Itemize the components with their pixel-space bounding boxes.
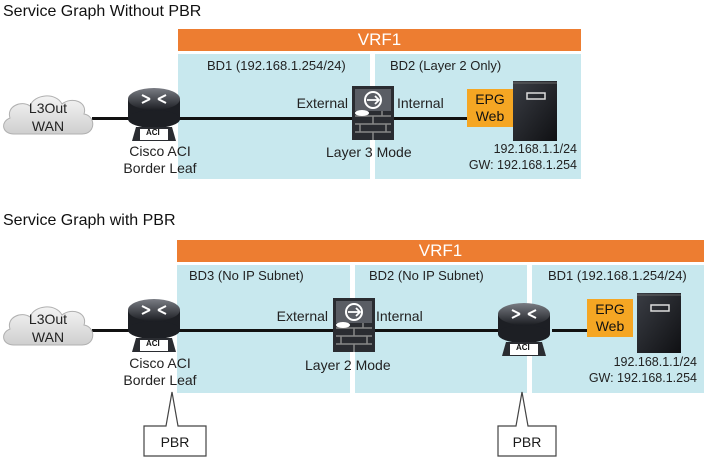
border-leaf-label-2: Cisco ACI Border Leaf [112, 355, 208, 389]
firewall-mode-label-2: Layer 2 Mode [305, 357, 391, 373]
pbr-callout-left [140, 388, 210, 458]
leaf-aci-badge: ACI [146, 128, 160, 137]
wire-cloud-leaf-firewall-2 [92, 329, 336, 332]
cloud-label-line2: WAN [31, 118, 65, 134]
epg2-line2: Web [595, 318, 625, 334]
cloud-icon [0, 303, 95, 353]
wire-leaf2-epg [552, 329, 588, 332]
router-icon [494, 298, 556, 358]
border-leaf-label-2-line2: Border Leaf [123, 372, 197, 388]
router-icon [124, 294, 186, 354]
bd2-label: BD2 (Layer 2 Only) [390, 58, 502, 73]
border-leaf-label-line1: Cisco ACI [129, 143, 191, 159]
wire-firewall-leaf2 [372, 329, 498, 332]
cloud-label-2-line2: WAN [31, 329, 65, 345]
internal-label: Internal [397, 95, 444, 111]
epg-web-box-2: EPG Web [587, 299, 633, 337]
diagram2-title: Service Graph with PBR [3, 212, 176, 229]
epg-web-box: EPG Web [467, 89, 513, 127]
server-icon [637, 293, 681, 353]
endpoint-ip: 192.168.1.1/24 [493, 142, 577, 156]
cloud-label-2-line1: L3Out [28, 311, 68, 327]
bd1-label-bottom: BD1 (192.168.1.254/24) [548, 268, 687, 283]
cloud-label: L3Out WAN [8, 99, 88, 135]
cloud-icon [0, 92, 95, 142]
internal-label-2: Internal [376, 308, 423, 324]
epg-line1: EPG [475, 91, 505, 107]
pbr-label-left: PBR [160, 434, 190, 450]
firewall-mode-label: Layer 3 Mode [326, 144, 412, 160]
endpoint-ip-2: 192.168.1.1/24 [613, 355, 697, 369]
firewall-icon [352, 86, 394, 140]
epg-line2: Web [475, 108, 505, 124]
leaf-aci-badge-2: ACI [146, 339, 160, 348]
bd2-label-bottom: BD2 (No IP Subnet) [369, 268, 484, 283]
firewall-icon [333, 298, 375, 352]
wire-cloud-leaf-firewall [92, 117, 354, 120]
pbr-label-right: PBR [512, 434, 542, 450]
endpoint-gateway: GW: 192.168.1.254 [468, 158, 577, 172]
endpoint-gateway-2: GW: 192.168.1.254 [588, 371, 697, 385]
vrf1-bar-bottom: VRF1 [177, 240, 704, 262]
server-icon [513, 81, 557, 141]
leaf2-aci-badge: ACI [516, 343, 530, 352]
vrf1-bar-top: VRF1 [178, 29, 581, 51]
cloud-label-2: L3Out WAN [8, 310, 88, 346]
border-leaf-label: Cisco ACI Border Leaf [112, 143, 208, 177]
endpoint-ip-block: 192.168.1.1/24 GW: 192.168.1.254 [440, 141, 577, 173]
router-icon [124, 83, 186, 143]
cloud-label-line1: L3Out [28, 100, 68, 116]
bd3-label: BD3 (No IP Subnet) [189, 268, 304, 283]
bd1-label: BD1 (192.168.1.254/24) [207, 58, 346, 73]
epg2-line1: EPG [595, 301, 625, 317]
external-label-2: External [276, 308, 328, 324]
pbr-callout-right [494, 388, 564, 458]
border-leaf-label-line2: Border Leaf [123, 160, 197, 176]
diagram1-title: Service Graph Without PBR [3, 3, 202, 20]
endpoint-ip-block-2: 192.168.1.1/24 GW: 192.168.1.254 [560, 354, 697, 386]
external-label: External [296, 95, 348, 111]
bd1-region [178, 54, 370, 179]
border-leaf-label-2-line1: Cisco ACI [129, 355, 191, 371]
wire-firewall-epg [392, 117, 468, 120]
